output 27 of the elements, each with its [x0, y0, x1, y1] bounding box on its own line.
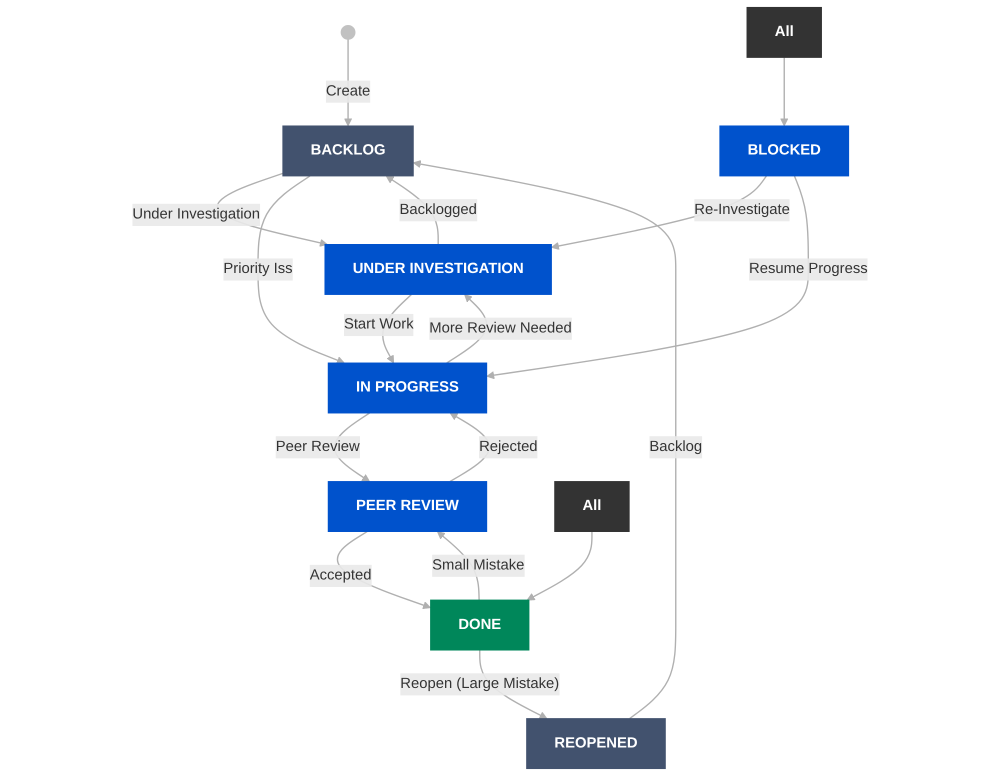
- node-circle: [340, 25, 356, 40]
- node-box: BLOCKED: [719, 125, 850, 176]
- node-box: REOPENED: [526, 718, 666, 770]
- node-box: BACKLOG: [282, 125, 414, 176]
- edge-label: Priority Iss: [223, 261, 293, 277]
- edge-label: Create: [326, 83, 370, 100]
- node-box: All: [746, 6, 822, 58]
- node-box: DONE: [430, 600, 530, 651]
- edge-label: Reopen (Large Mistake): [400, 676, 560, 692]
- arrow: [526, 532, 593, 600]
- edge-label: Start Work: [344, 316, 414, 332]
- node-box: PEER REVIEW: [328, 481, 488, 532]
- node-box: All: [554, 481, 630, 532]
- edge-label: Backlogged: [399, 202, 477, 218]
- edge-label: Peer Review: [276, 438, 360, 455]
- edge-label: More Review Needed: [429, 320, 572, 336]
- edge-label: Resume Progress: [749, 261, 868, 277]
- edge-label: Small Mistake: [432, 557, 524, 574]
- arrow: [257, 175, 345, 364]
- edge-label: Rejected: [479, 438, 538, 455]
- edge-label: Backlog: [649, 438, 702, 455]
- arrow: [780, 57, 788, 126]
- node-box: UNDER INVESTIGATION: [324, 244, 552, 295]
- node-box: IN PROGRESS: [328, 362, 488, 414]
- edge-label: Re-Investigate: [694, 202, 790, 218]
- edge-label: Under Investigation: [132, 206, 260, 222]
- edge-label: Accepted: [310, 568, 372, 584]
